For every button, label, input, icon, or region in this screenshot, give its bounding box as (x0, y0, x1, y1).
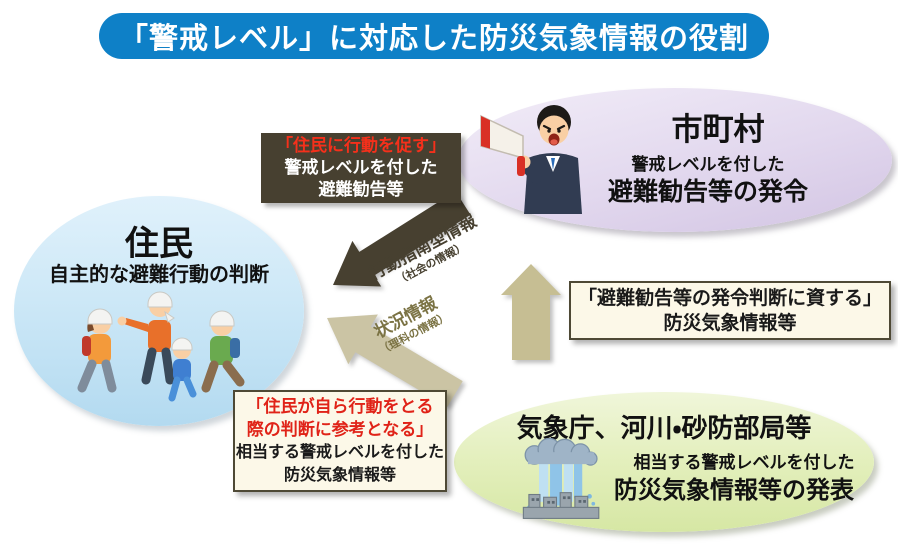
advisory-judgement-box-line1: 「避難勧告等の発令判断に資する」 (577, 287, 882, 309)
residents-reference-box-line4: 防災気象情報等 (283, 467, 396, 484)
urge-action-box-line2: 警戒レベルを付した (284, 158, 438, 177)
advisory-judgement-box-line2: 防災気象情報等 (663, 312, 797, 334)
agencies-ellipse: 気象庁、河川・砂防部局等 (454, 392, 874, 532)
megaphone-man-icon (480, 105, 582, 214)
urge-action-box: 「住民に行動を促す」 警戒レベルを付した 避難勧告等 (261, 133, 461, 203)
residents-name: 住民 (125, 225, 193, 263)
advisory-up-arrow (501, 264, 561, 360)
downpour-icon (522, 438, 600, 519)
page-title: 「警戒レベル」に対応した防災気象情報の役割 (118, 23, 749, 55)
agencies-line2: 防災気象情報等の発表 (614, 477, 854, 504)
action-guidance-arrow (333, 191, 471, 287)
urge-action-box-line3: 避難勧告等 (318, 180, 404, 199)
residents-reference-box: 「住民が自ら行動をとる 際の判断に参考となる」 相当する警戒レベルを付した 防災… (233, 390, 447, 492)
agencies-name: 気象庁、河川・砂防部局等 (516, 413, 812, 443)
advisory-judgement-box: 「避難勧告等の発令判断に資する」 防災気象情報等 (569, 281, 891, 340)
urge-action-box-line1: 「住民に行動を促す」 (276, 136, 446, 155)
residents-reference-box-line3: 相当する警戒レベルを付した (235, 444, 444, 461)
agencies-line1: 相当する警戒レベルを付した (633, 453, 855, 472)
residents-reference-box-red2: 際の判断に参考となる」 (246, 420, 434, 439)
municipality-line1: 警戒レベルを付した (631, 155, 785, 174)
residents-line1: 自主的な避難行動の判断 (49, 264, 269, 286)
residents-ellipse: 住民 自主的な避難行動の判断 (14, 196, 304, 426)
municipality-name: 市町村 (671, 112, 765, 147)
residents-reference-box-red1: 「住民が自ら行動をとる (246, 397, 434, 416)
municipality-ellipse: 市町村 警戒レベルを付した 避難勧告等の発令 (458, 88, 892, 232)
title-banner: 「警戒レベル」に対応した防災気象情報の役割 (99, 13, 769, 59)
evacuating-family-icon (77, 291, 245, 402)
situation-info-arrow (327, 314, 463, 407)
municipality-line2: 避難勧告等の発令 (607, 178, 808, 206)
